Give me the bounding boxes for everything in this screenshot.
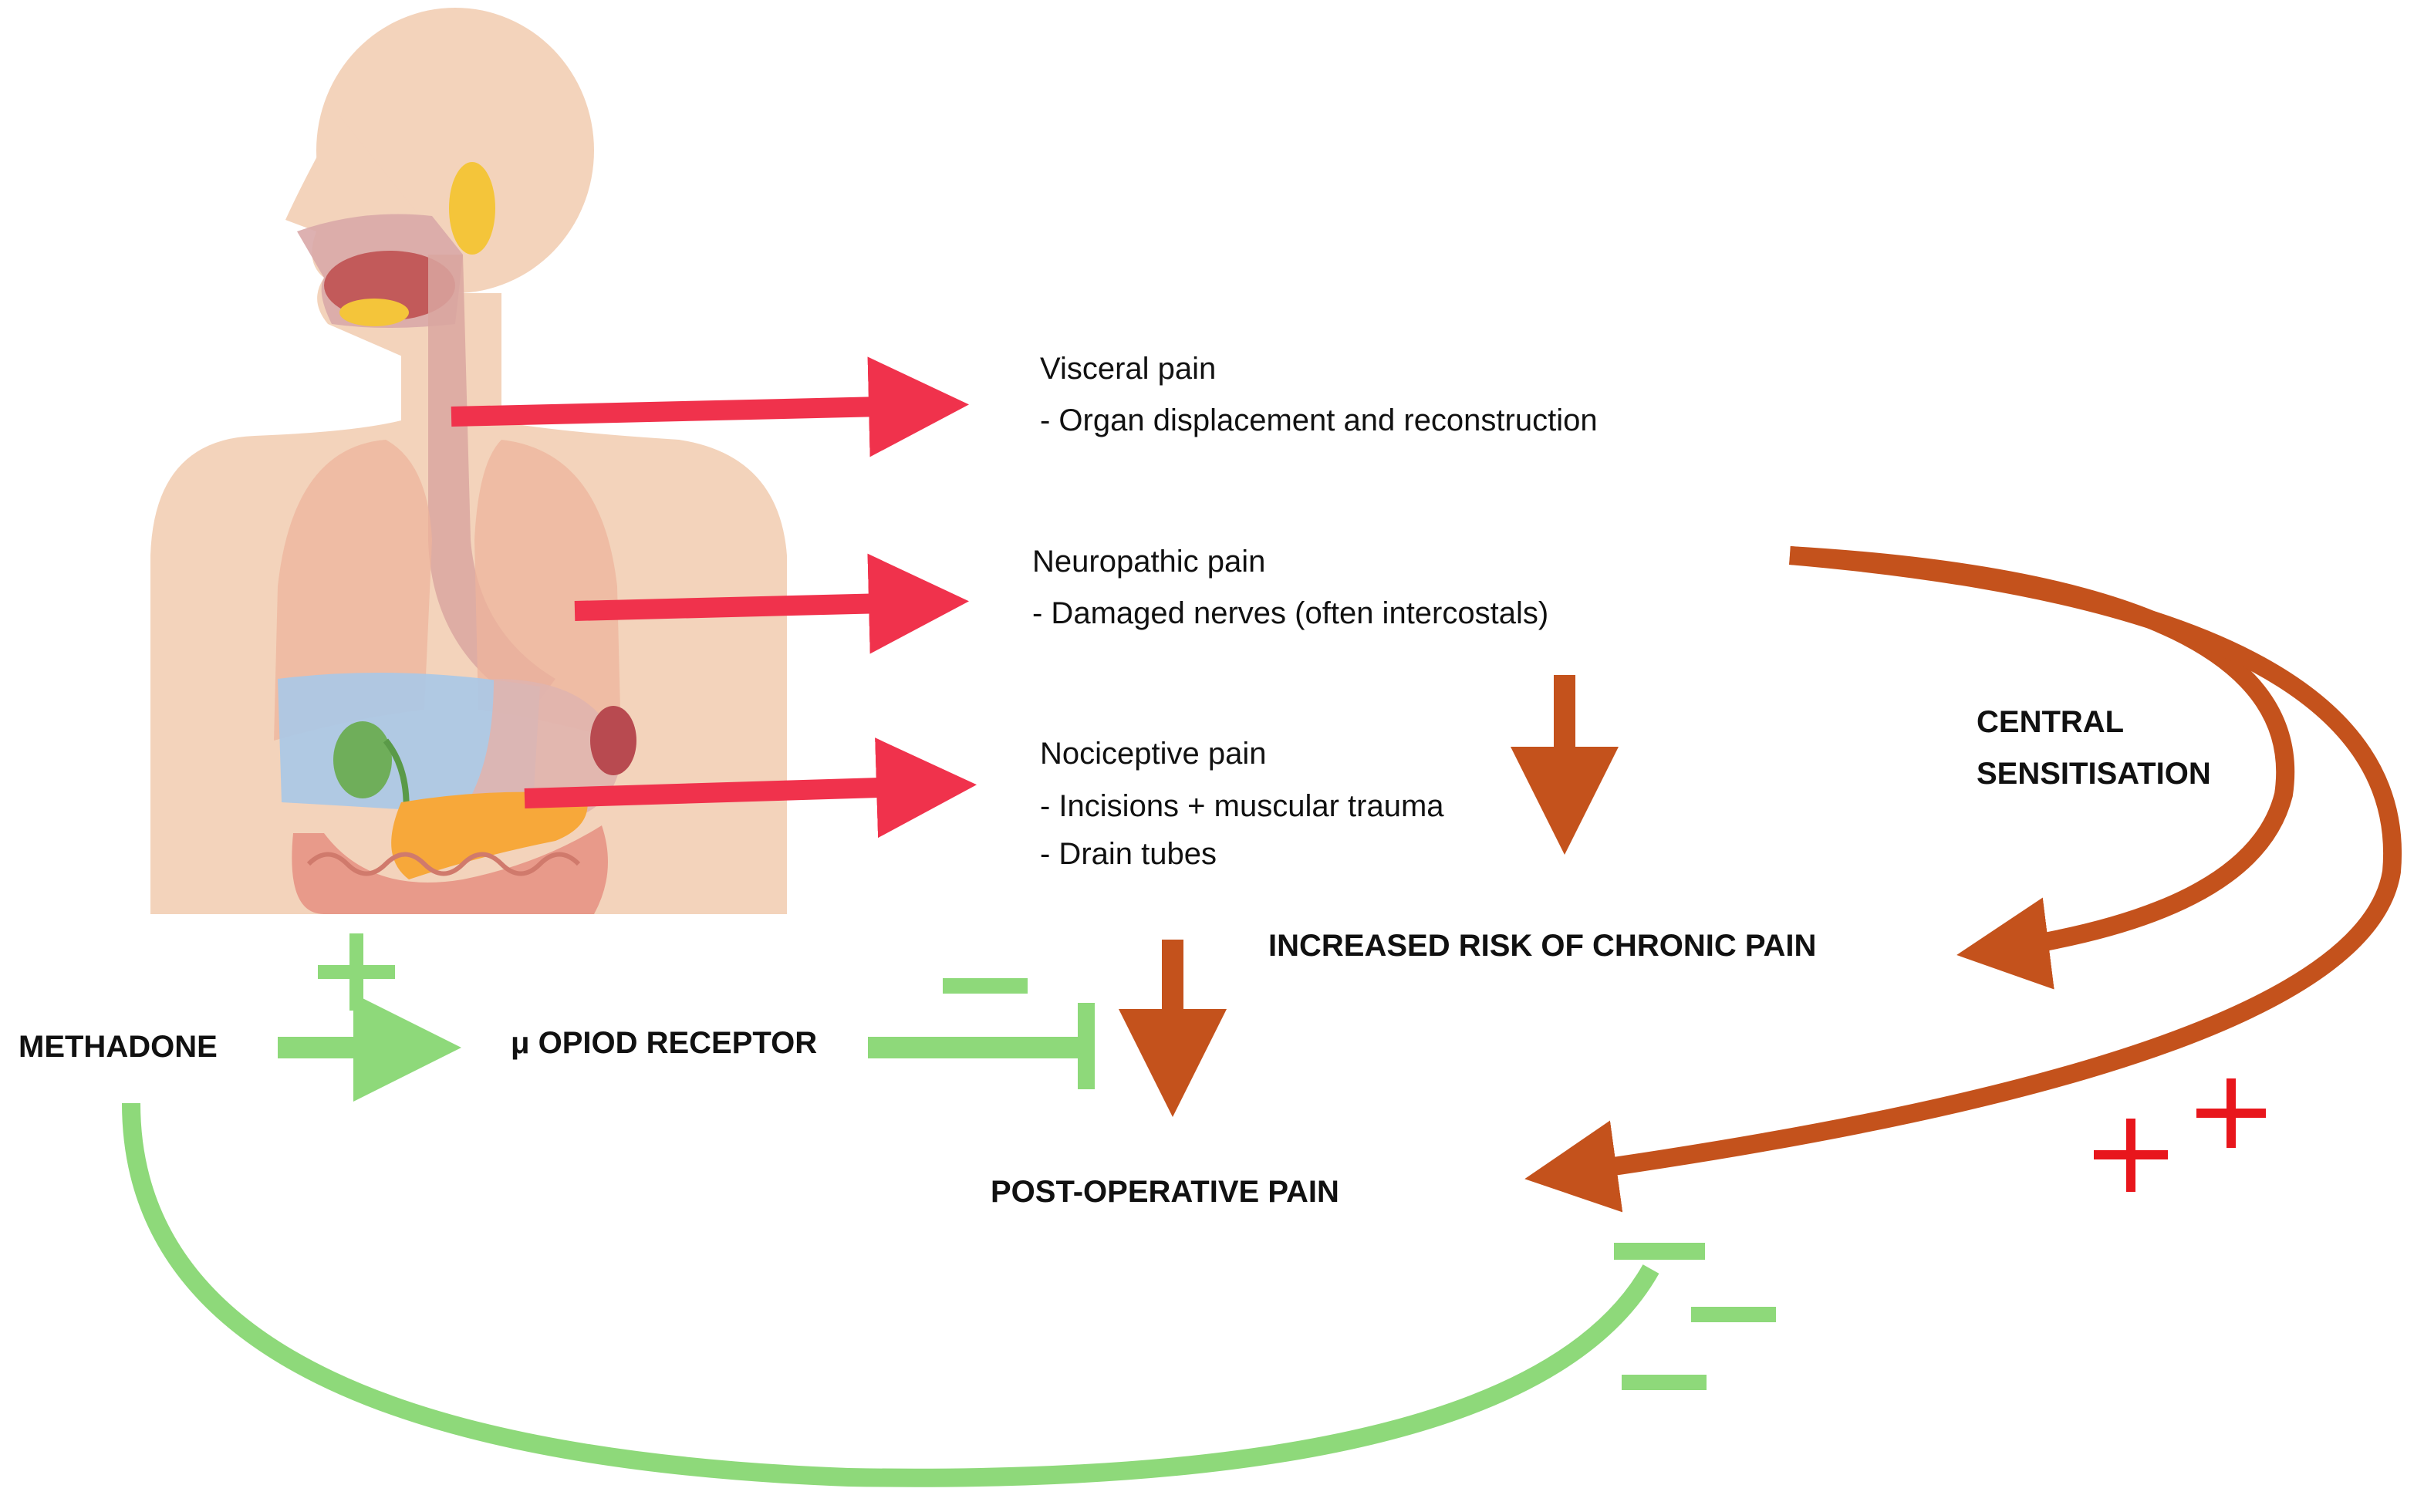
chronic-pain-risk-label: INCREASED RISK OF CHRONIC PAIN: [1268, 929, 1817, 963]
spleen: [590, 706, 636, 775]
central-sensitisation-to-postop-arrow: [1524, 546, 2402, 1213]
red-plus-sign-1: [2094, 1119, 2168, 1192]
human-anatomy-illustration: [150, 8, 787, 914]
methadone-direct-inhibition-curve: [122, 1102, 1659, 1487]
parotid-gland: [449, 162, 495, 255]
nociceptive-pain-item-2: - Drain tubes: [1040, 837, 1217, 871]
intestines: [292, 825, 608, 914]
pancreas: [391, 791, 588, 879]
visceral-pain-arrow: [451, 356, 969, 457]
nociceptive-pain-arrow: [524, 737, 977, 839]
right-lung: [474, 440, 621, 741]
nociceptive-pain-item-1: - Incisions + muscular trauma: [1040, 789, 1444, 823]
red-plus-sign-2: [2196, 1078, 2266, 1148]
post-operative-pain-label: POST-OPERATIVE PAIN: [991, 1175, 1339, 1209]
visceral-pain-title: Visceral pain: [1040, 352, 1217, 386]
left-lung: [274, 440, 432, 741]
neuropathic-pain-title: Neuropathic pain: [1032, 545, 1266, 579]
intestine-folds: [306, 852, 581, 876]
green-plus-sign: [318, 933, 395, 1011]
neuropathic-pain-arrow: [574, 553, 969, 654]
central-sensitisation-label-2: SENSITISATION: [1977, 757, 2211, 791]
esophagus: [428, 255, 555, 710]
gallbladder: [333, 721, 392, 798]
central-sensitisation-label-1: CENTRAL: [1977, 705, 2125, 739]
visceral-pain-item: - Organ displacement and reconstruction: [1040, 403, 1598, 437]
nociceptive-pain-title: Nociceptive pain: [1040, 737, 1267, 771]
mu-opioid-receptor-label: μ OPIOD RECEPTOR: [511, 1026, 818, 1060]
submandibular-gland: [339, 299, 409, 326]
neuropathic-pain-item: - Damaged nerves (often intercostals): [1032, 596, 1549, 630]
methadone-label: METHADONE: [19, 1030, 218, 1064]
